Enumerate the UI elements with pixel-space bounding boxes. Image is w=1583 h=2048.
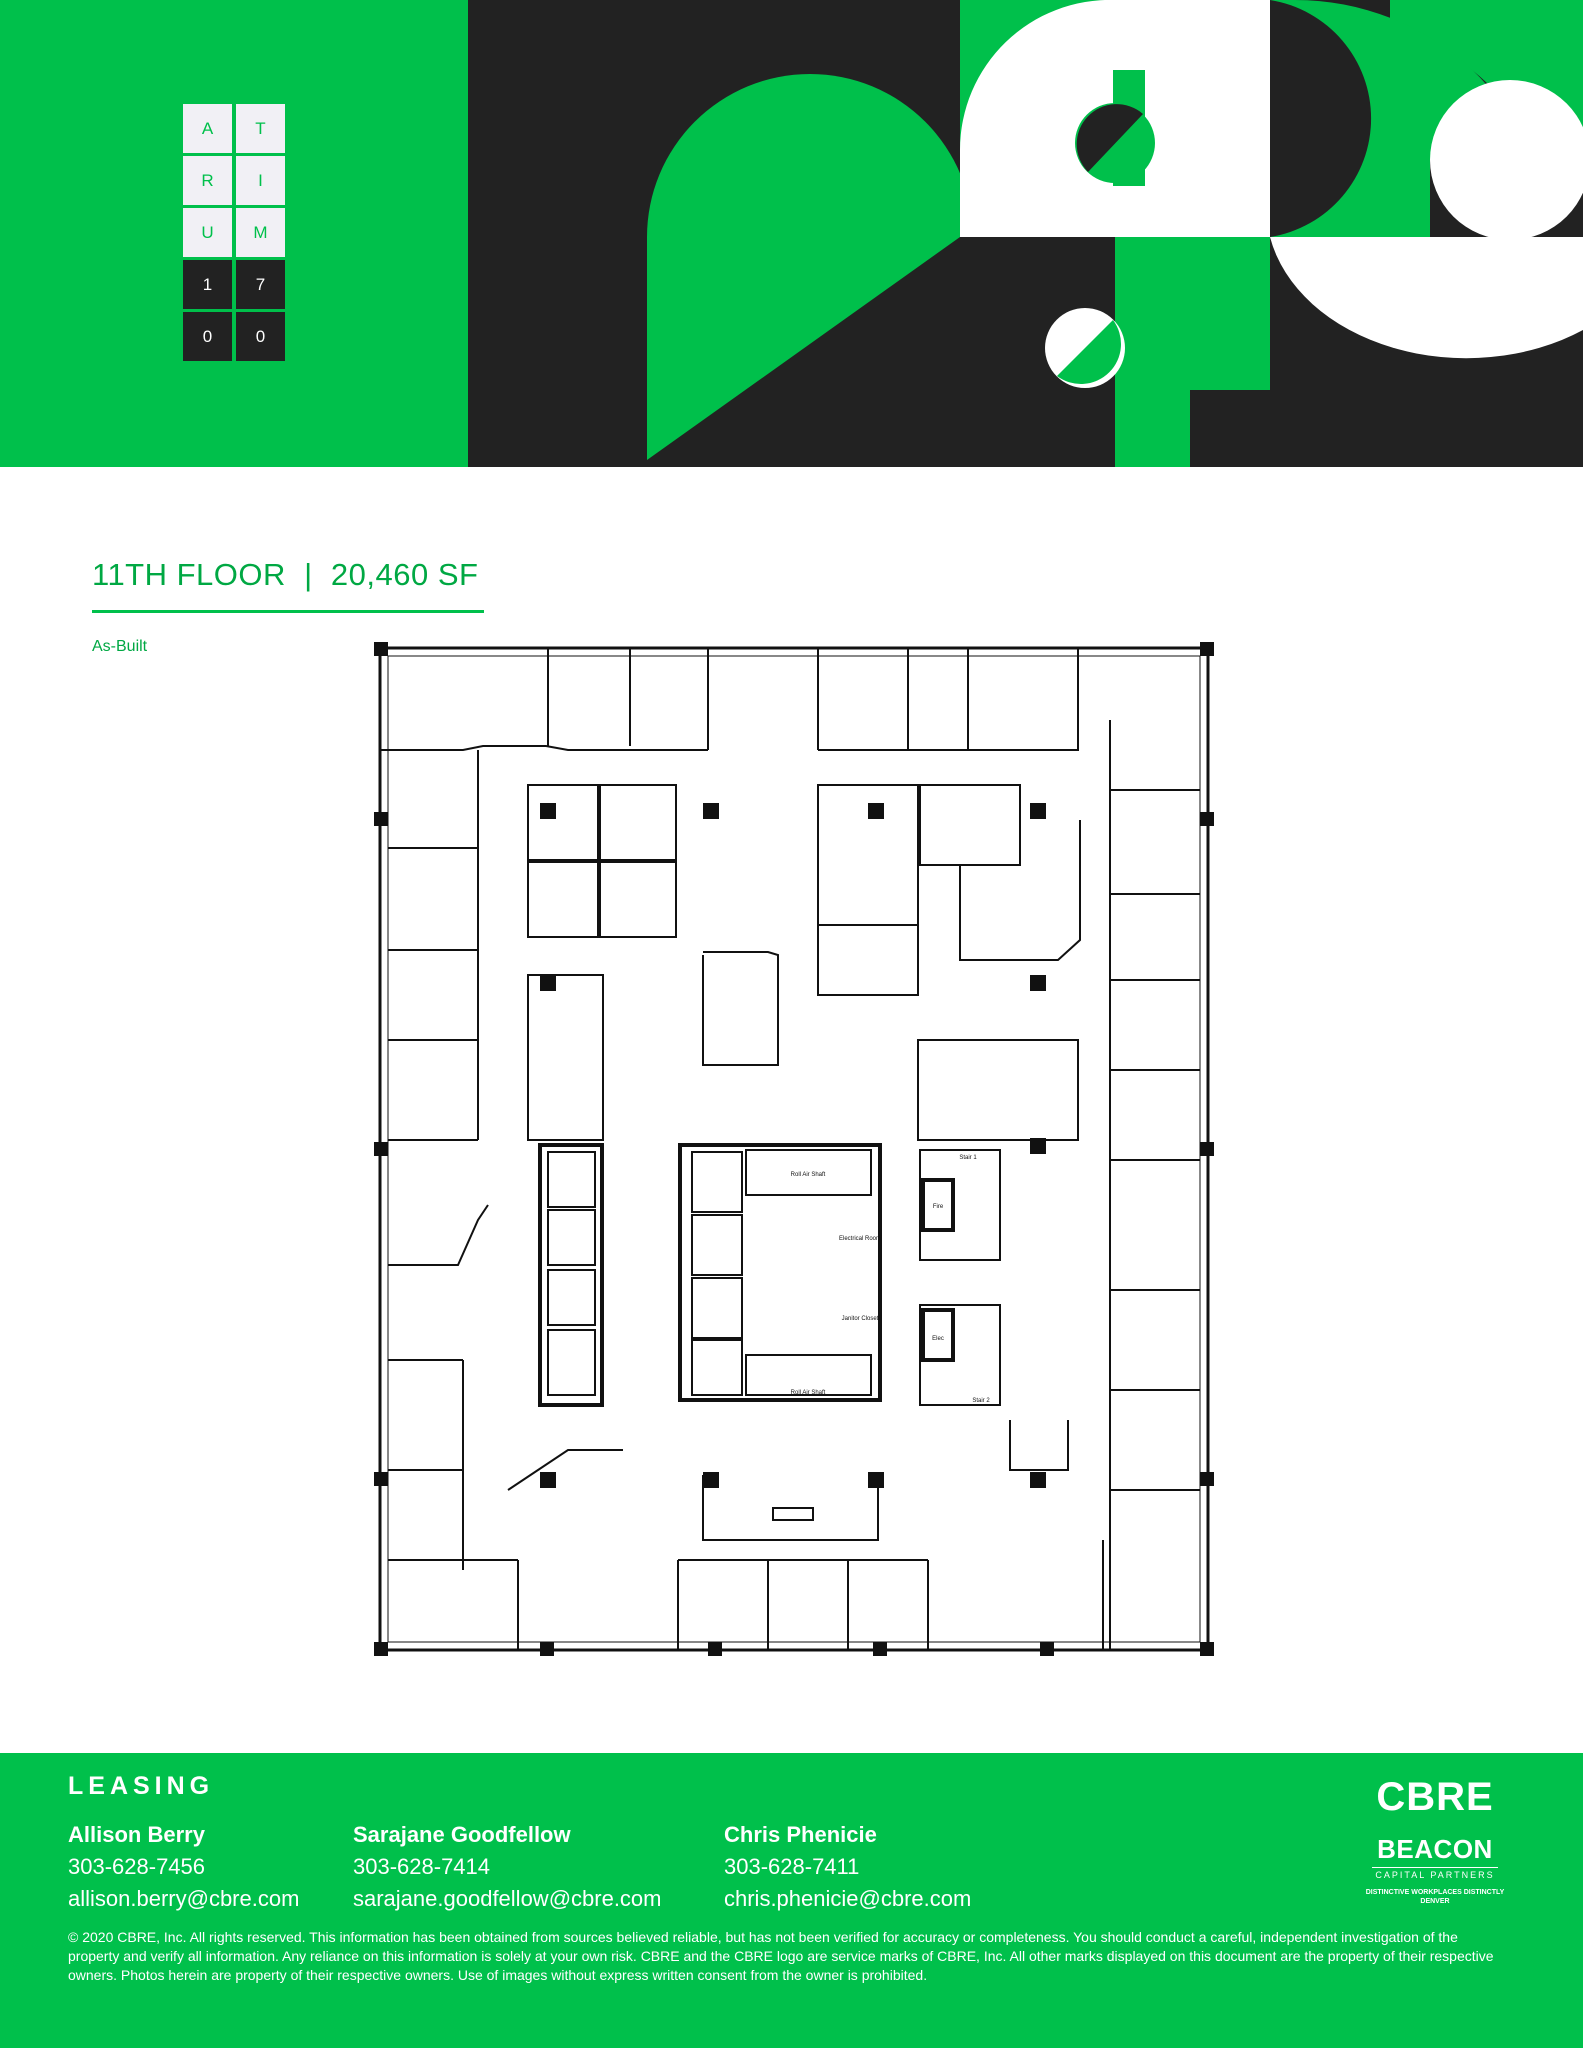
logo-letter: T [236, 104, 285, 153]
logo-letter: I [236, 156, 285, 205]
contact-name: Chris Phenicie [724, 1822, 877, 1847]
logo-digit: 0 [183, 312, 232, 361]
contact-card: Chris Phenicie 303-628-7411 chris.phenic… [724, 1819, 971, 1915]
contact-phone[interactable]: 303-628-7456 [68, 1854, 206, 1879]
label-fire: Fire [933, 1204, 944, 1210]
cbre-logo: CBRE [1376, 1775, 1494, 1819]
logo-digit: 7 [236, 260, 285, 309]
logo-digit: 1 [183, 260, 232, 309]
contact-email[interactable]: allison.berry@cbre.com [68, 1886, 300, 1911]
logo-letter: M [236, 208, 285, 257]
logo-letter: R [183, 156, 232, 205]
label-shaft-bottom: Roll Air Shaft [791, 1390, 826, 1396]
label-stair-1: Stair 1 [959, 1155, 977, 1161]
logo-letter: U [183, 208, 232, 257]
geometric-artwork [468, 0, 1583, 467]
label-stair-2: Stair 2 [972, 1398, 990, 1404]
legal-disclaimer: © 2020 CBRE, Inc. All rights reserved. T… [68, 1929, 1494, 1983]
contact-card: Sarajane Goodfellow 303-628-7414 sarajan… [353, 1819, 662, 1915]
logo-letter: A [183, 104, 232, 153]
contact-phone[interactable]: 303-628-7414 [353, 1854, 491, 1879]
label-electrical: Electrical Room [839, 1236, 881, 1242]
beacon-logo: BEACON [1377, 1834, 1493, 1864]
label-shaft-top: Roll Air Shaft [791, 1172, 826, 1178]
header-banner: A T R I U M 1 7 0 0 [0, 0, 1583, 467]
beacon-tagline: DISTINCTIVE WORKPLACES DISTINCTLY DENVER [1365, 1889, 1505, 1905]
label-janitor: Janitor Closet [842, 1316, 879, 1322]
floor-title: 11TH FLOOR | 20,460 SF [92, 557, 479, 592]
title-divider [92, 610, 484, 613]
contact-phone[interactable]: 303-628-7411 [724, 1854, 860, 1879]
beacon-subtitle: CAPITAL PARTNERS [1372, 1867, 1498, 1880]
plan-subtitle: As-Built [92, 638, 148, 655]
contact-name: Allison Berry [68, 1822, 205, 1847]
footer: LEASING Allison Berry 303-628-7456 allis… [0, 1753, 1583, 2048]
brand-logos: CBRE BEACON CAPITAL PARTNERS DISTINCTIVE… [1360, 1775, 1510, 1906]
contact-name: Sarajane Goodfellow [353, 1822, 571, 1847]
floor-plan: Roll Air Shaft Roll Air Shaft Electrical… [374, 642, 1214, 1656]
label-elec-2: Elec [932, 1336, 944, 1342]
contact-email[interactable]: sarajane.goodfellow@cbre.com [353, 1886, 662, 1911]
contact-card: Allison Berry 303-628-7456 allison.berry… [68, 1819, 299, 1915]
leasing-heading: LEASING [68, 1772, 215, 1800]
logo-digit: 0 [236, 312, 285, 361]
contact-email[interactable]: chris.phenicie@cbre.com [724, 1886, 972, 1911]
